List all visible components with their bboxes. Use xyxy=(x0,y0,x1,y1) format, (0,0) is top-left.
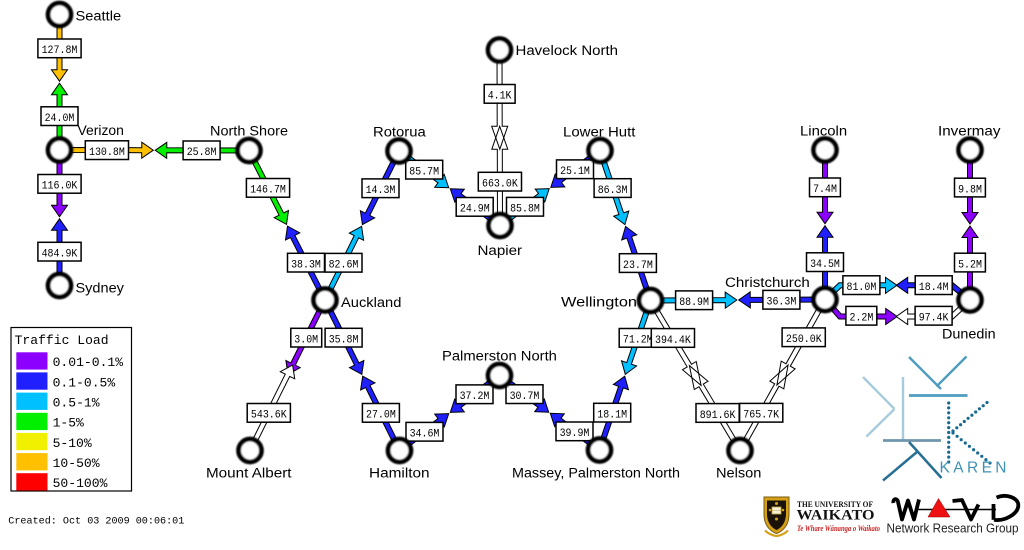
svg-text:9.8M: 9.8M xyxy=(958,184,982,196)
svg-text:Lower Hutt: Lower Hutt xyxy=(563,124,636,139)
svg-text:36.3M: 36.3M xyxy=(767,297,797,309)
svg-text:38.3M: 38.3M xyxy=(291,259,321,271)
svg-text:85.7M: 85.7M xyxy=(409,166,439,178)
svg-text:Sydney: Sydney xyxy=(76,281,125,296)
svg-text:250.0K: 250.0K xyxy=(786,334,822,346)
svg-text:34.6M: 34.6M xyxy=(410,429,440,441)
svg-text:10-50%: 10-50% xyxy=(53,456,100,471)
svg-text:146.7M: 146.7M xyxy=(250,185,286,197)
svg-text:25.1M: 25.1M xyxy=(560,166,590,178)
svg-text:Mount Albert: Mount Albert xyxy=(206,466,292,481)
svg-text:35.8M: 35.8M xyxy=(329,334,359,346)
svg-text:71.2M: 71.2M xyxy=(623,335,653,347)
svg-text:Invermay: Invermay xyxy=(938,124,1001,139)
svg-text:Network Research Group: Network Research Group xyxy=(887,522,1019,536)
svg-text:Auckland: Auckland xyxy=(341,295,401,310)
svg-text:Verizon: Verizon xyxy=(78,123,124,138)
svg-text:24.9M: 24.9M xyxy=(460,204,490,216)
svg-text:Palmerston North: Palmerston North xyxy=(442,349,557,364)
svg-text:86.3M: 86.3M xyxy=(598,185,628,197)
svg-text:127.8M: 127.8M xyxy=(42,45,78,57)
svg-text:484.9K: 484.9K xyxy=(42,248,78,260)
svg-text:34.5M: 34.5M xyxy=(810,259,840,271)
svg-text:THE UNIVERSITY OF: THE UNIVERSITY OF xyxy=(797,500,873,509)
svg-text:4.1K: 4.1K xyxy=(488,91,512,103)
svg-text:Havelock North: Havelock North xyxy=(516,43,619,58)
svg-text:85.8M: 85.8M xyxy=(510,204,540,216)
svg-text:663.0K: 663.0K xyxy=(482,178,518,190)
svg-text:2.2M: 2.2M xyxy=(850,313,874,325)
svg-text:394.4K: 394.4K xyxy=(655,335,691,347)
svg-text:0.5-1%: 0.5-1% xyxy=(53,396,100,411)
svg-text:1-5%: 1-5% xyxy=(53,416,84,431)
svg-text:5-10%: 5-10% xyxy=(53,436,92,451)
svg-text:81.0M: 81.0M xyxy=(847,282,877,294)
svg-text:WAIKATO: WAIKATO xyxy=(797,508,875,524)
svg-text:765.7K: 765.7K xyxy=(743,410,779,422)
svg-text:Te Whare Wānanga o Waikato: Te Whare Wānanga o Waikato xyxy=(797,523,880,533)
svg-text:0.01-0.1%: 0.01-0.1% xyxy=(53,355,124,370)
svg-text:25.8M: 25.8M xyxy=(187,147,217,159)
svg-text:18.1M: 18.1M xyxy=(597,409,627,421)
svg-text:37.2M: 37.2M xyxy=(460,391,490,403)
svg-text:Christchurch: Christchurch xyxy=(725,275,810,290)
svg-text:27.0M: 27.0M xyxy=(366,410,396,422)
svg-text:18.4M: 18.4M xyxy=(919,282,949,294)
svg-text:39.9M: 39.9M xyxy=(560,428,590,440)
svg-text:Hamilton: Hamilton xyxy=(369,466,430,481)
svg-text:116.0K: 116.0K xyxy=(42,181,78,193)
svg-text:Traffic Load: Traffic Load xyxy=(15,333,109,348)
svg-text:Created: Oct 03 2009 00:06:01: Created: Oct 03 2009 00:06:01 xyxy=(8,516,184,528)
svg-text:Dunedin: Dunedin xyxy=(942,327,996,342)
svg-text:Wellington: Wellington xyxy=(561,295,637,310)
svg-text:3.0M: 3.0M xyxy=(294,334,318,346)
svg-text:North Shore: North Shore xyxy=(210,124,288,139)
svg-text:30.7M: 30.7M xyxy=(510,391,540,403)
svg-text:Massey, Palmerston North: Massey, Palmerston North xyxy=(512,466,680,481)
svg-text:14.3M: 14.3M xyxy=(366,185,396,197)
svg-text:97.4K: 97.4K xyxy=(919,313,949,325)
svg-text:891.6K: 891.6K xyxy=(700,410,736,422)
svg-text:Nelson: Nelson xyxy=(716,466,761,481)
svg-text:KAREN: KAREN xyxy=(940,460,1010,477)
svg-text:23.7M: 23.7M xyxy=(623,260,653,272)
svg-text:5.2M: 5.2M xyxy=(958,259,982,271)
svg-text:Rotorua: Rotorua xyxy=(373,124,426,139)
svg-text:50-100%: 50-100% xyxy=(53,476,108,491)
svg-text:Seattle: Seattle xyxy=(76,9,122,24)
svg-text:82.6M: 82.6M xyxy=(329,260,359,272)
svg-text:88.9M: 88.9M xyxy=(679,297,709,309)
svg-text:Lincoln: Lincoln xyxy=(800,123,847,138)
svg-text:543.6K: 543.6K xyxy=(251,410,287,422)
svg-text:24.0M: 24.0M xyxy=(45,113,75,125)
svg-text:0.1-0.5%: 0.1-0.5% xyxy=(53,375,116,390)
svg-text:7.4M: 7.4M xyxy=(813,184,837,196)
svg-text:130.8M: 130.8M xyxy=(89,147,125,159)
svg-text:Napier: Napier xyxy=(478,243,523,258)
